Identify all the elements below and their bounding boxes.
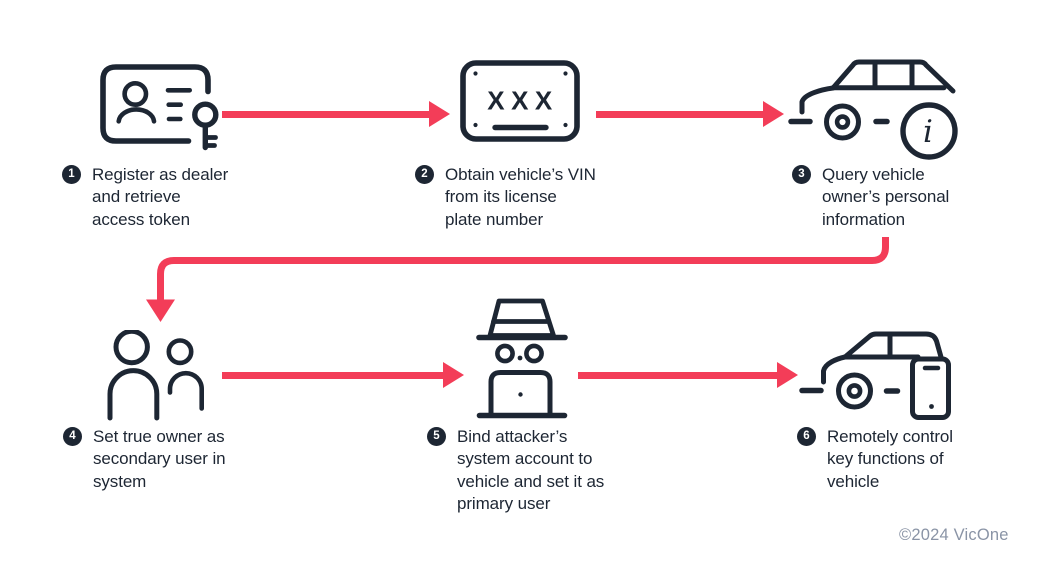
arrow-step5-to-step6-icon	[578, 362, 798, 388]
step-1-number-badge: 1	[62, 165, 81, 184]
arrow-step1-to-step2-icon	[222, 101, 450, 127]
step-1-text: Register as dealer and retrieve access t…	[92, 165, 229, 229]
step-3-label: 3 Query vehicle owner’s personal informa…	[792, 164, 949, 231]
arrow-step2-to-step3-icon	[596, 101, 784, 127]
step-2-label: 2 Obtain vehicle’s VIN from its license …	[415, 164, 596, 231]
id-card-key-icon	[100, 64, 219, 151]
arrow-step4-to-step5-icon	[222, 362, 464, 388]
step-2-number-badge: 2	[415, 165, 434, 184]
step-6-label: 6 Remotely control key functions of vehi…	[797, 426, 953, 493]
step-5-label: 5 Bind attacker’s system account to vehi…	[427, 426, 604, 516]
step-4-text: Set true owner as secondary user in syst…	[93, 427, 226, 491]
step-3-text: Query vehicle owner’s personal informati…	[822, 165, 950, 229]
info-glyph: i	[923, 114, 933, 150]
step-4-label: 4 Set true owner as secondary user in sy…	[63, 426, 226, 493]
hacker-laptop-icon	[476, 298, 568, 419]
step-2-text: Obtain vehicle’s VIN from its license pl…	[445, 165, 596, 229]
step-5-text: Bind attacker’s system account to vehicl…	[457, 427, 605, 514]
two-users-icon	[107, 330, 204, 421]
step-5-number-badge: 5	[427, 427, 446, 446]
copyright-text: ©2024 VicOne	[899, 526, 1009, 544]
plate-text: XXX	[487, 86, 559, 116]
car-info-icon: i	[788, 59, 958, 160]
step-3-number-badge: 3	[792, 165, 811, 184]
license-plate-icon: XXX	[460, 60, 580, 142]
step-4-number-badge: 4	[63, 427, 82, 446]
step-1-label: 1 Register as dealer and retrieve access…	[62, 164, 228, 231]
step-6-number-badge: 6	[797, 427, 816, 446]
car-smartphone-icon	[799, 331, 951, 420]
step-6-text: Remotely control key functions of vehicl…	[827, 427, 953, 491]
